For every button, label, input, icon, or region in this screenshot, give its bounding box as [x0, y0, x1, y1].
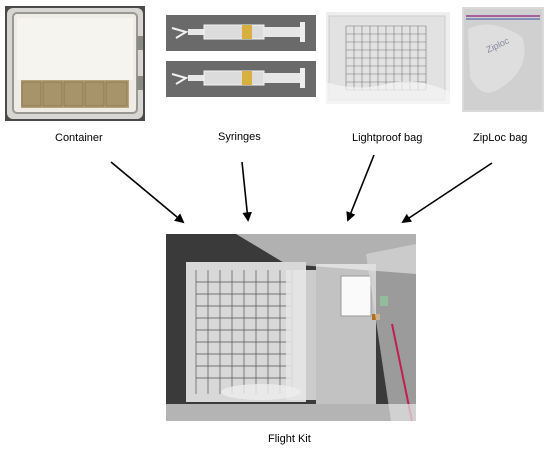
syringe-lower	[171, 68, 305, 88]
flight-kit-photo	[166, 234, 416, 421]
caption-syringes: Syringes	[218, 131, 261, 143]
syringe-upper	[171, 22, 305, 42]
arrow-lightproof-bag	[346, 154, 375, 222]
grid-pattern	[345, 25, 427, 91]
arrow-ziploc-bag	[401, 162, 493, 224]
ziploc-bag-photo: Ziploc	[462, 7, 544, 112]
syringes-photo	[166, 12, 316, 100]
caption-lightproof-bag: Lightproof bag	[352, 132, 423, 144]
caption-flight-kit: Flight Kit	[268, 433, 311, 445]
caption-ziploc-bag: ZipLoc bag	[473, 132, 528, 144]
lightproof-bag-photo	[326, 12, 450, 104]
flight-kit-grid	[195, 270, 293, 394]
arrow-container	[110, 161, 185, 224]
rock-wool-blocks	[21, 81, 128, 107]
caption-container: Container	[55, 132, 103, 144]
container-photo	[5, 6, 145, 121]
arrow-syringes	[241, 161, 252, 222]
